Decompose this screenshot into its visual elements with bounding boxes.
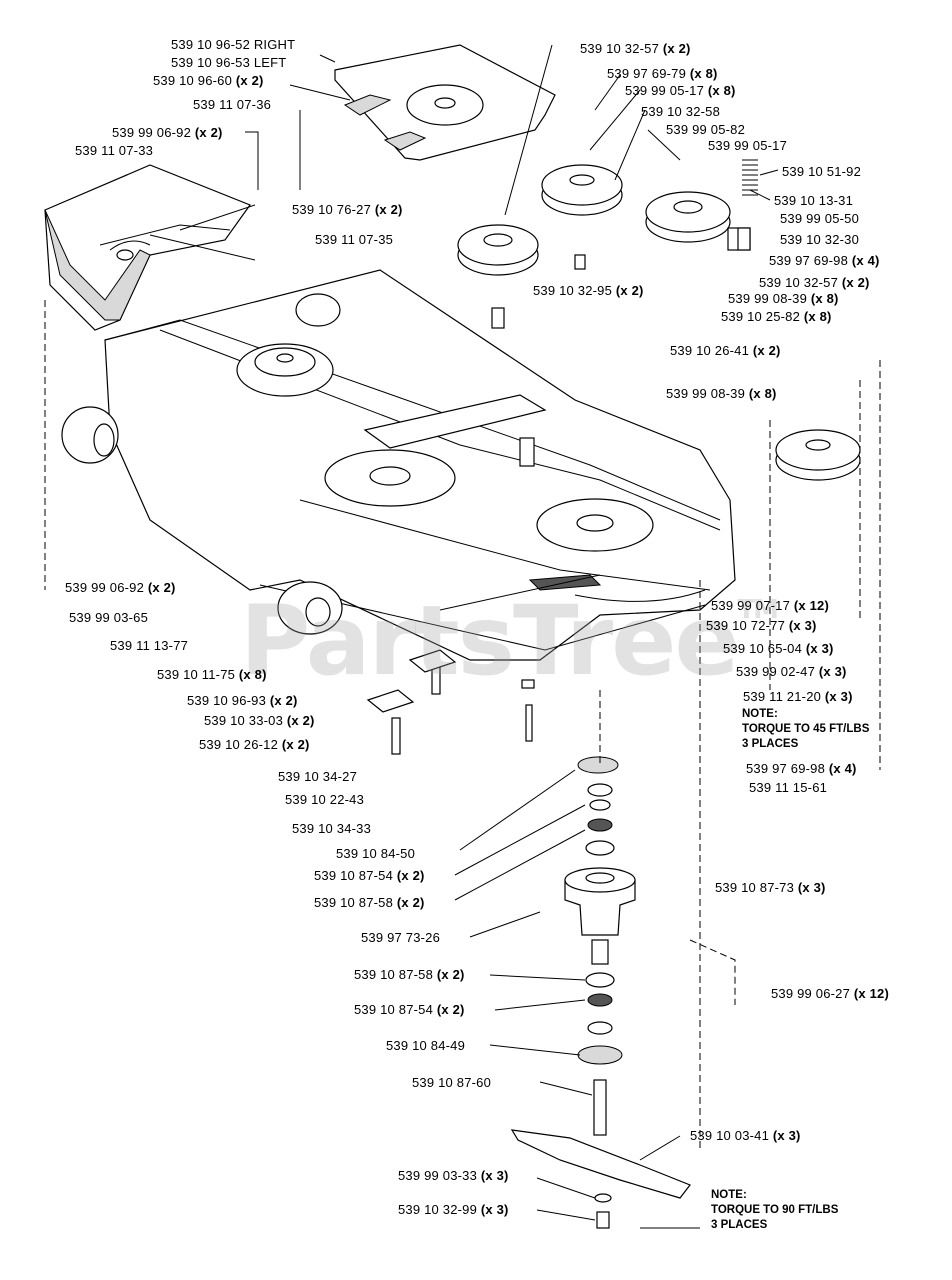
- part-label: 539 10 96-60 (x 2): [153, 73, 264, 88]
- part-label: 539 99 05-17: [708, 138, 788, 153]
- part-label: 539 10 87-54 (x 2): [354, 1002, 465, 1017]
- part-label: 539 10 84-50: [336, 846, 416, 861]
- part-label: 539 99 05-17 (x 8): [625, 83, 736, 98]
- part-label: 539 99 08-39 (x 8): [728, 291, 839, 306]
- torque-note-90: NOTE: TORQUE TO 90 FT/LBS 3 PLACES: [711, 1189, 839, 1231]
- part-label: 539 10 32-58: [641, 104, 721, 119]
- part-label: 539 10 87-58 (x 2): [314, 895, 425, 910]
- part-label: 539 99 06-92 (x 2): [112, 125, 223, 140]
- part-label: 539 10 32-99 (x 3): [398, 1202, 509, 1217]
- part-label: 539 10 76-27 (x 2): [292, 202, 403, 217]
- part-label: 539 10 13-31: [774, 193, 854, 208]
- part-label: 539 97 69-98 (x 4): [746, 761, 857, 776]
- part-label: 539 10 11-75 (x 8): [157, 667, 267, 682]
- spindle-assembly: [366, 649, 691, 1229]
- part-label: 539 10 34-27: [278, 769, 358, 784]
- part-label: 539 99 05-50: [780, 211, 860, 226]
- part-label: 539 10 51-92: [782, 164, 862, 179]
- part-label: 539 10 87-60: [412, 1075, 492, 1090]
- leader-lines: [44, 44, 881, 1229]
- part-label: 539 10 25-82 (x 8): [721, 309, 832, 324]
- part-label: 539 99 03-33 (x 3): [398, 1168, 509, 1183]
- part-label: 539 10 87-73 (x 3): [715, 880, 826, 895]
- part-label: 539 99 02-47 (x 3): [736, 664, 847, 679]
- part-label: 539 10 32-30: [780, 232, 860, 247]
- part-label: 539 10 65-04 (x 3): [723, 641, 834, 656]
- part-label: 539 10 26-12 (x 2): [199, 737, 310, 752]
- part-label: 539 11 07-35: [315, 232, 394, 247]
- part-label: 539 97 69-79 (x 8): [607, 66, 718, 81]
- part-label: 539 99 05-82: [666, 122, 746, 137]
- idler-spring: [727, 159, 758, 251]
- watermark: PartsTreeTM: [240, 585, 779, 697]
- part-label: 539 10 26-41 (x 2): [670, 343, 781, 358]
- deck-wheels: [61, 293, 343, 635]
- part-label: 539 99 07-17 (x 12): [711, 598, 830, 613]
- part-label: 539 97 69-98 (x 4): [769, 253, 880, 268]
- part-label: 539 10 32-95 (x 2): [533, 283, 644, 298]
- part-label: 539 10 87-58 (x 2): [354, 967, 465, 982]
- part-label: 539 10 72-77 (x 3): [706, 618, 817, 633]
- part-label: 539 11 15-61: [749, 780, 828, 795]
- top-cover-plate: [334, 44, 556, 161]
- discharge-chute: [44, 164, 256, 331]
- part-label: 539 10 34-33: [292, 821, 372, 836]
- part-label: 539 10 96-52 RIGHT: [171, 37, 296, 52]
- part-label: 539 99 08-39 (x 8): [666, 386, 777, 401]
- pulleys: [457, 164, 861, 481]
- part-label: 539 99 06-92 (x 2): [65, 580, 176, 595]
- part-label: 539 10 96-53 LEFT: [171, 55, 287, 70]
- part-label: 539 11 07-36: [193, 97, 272, 112]
- part-label: 539 10 96-93 (x 2): [187, 693, 298, 708]
- part-label: 539 10 03-41 (x 3): [690, 1128, 801, 1143]
- part-label: 539 11 13-77: [110, 638, 189, 653]
- part-label: 539 10 33-03 (x 2): [204, 713, 315, 728]
- part-label: 539 11 07-33: [75, 143, 154, 158]
- part-label: 539 97 73-26: [361, 930, 441, 945]
- part-label: 539 10 32-57 (x 2): [759, 275, 870, 290]
- part-label: 539 99 03-65: [69, 610, 149, 625]
- part-label: 539 10 32-57 (x 2): [580, 41, 691, 56]
- part-label: 539 99 06-27 (x 12): [771, 986, 890, 1001]
- part-label: 539 10 84-49: [386, 1038, 466, 1053]
- torque-note-45: NOTE: TORQUE TO 45 FT/LBS 3 PLACES: [742, 708, 870, 750]
- part-label: 539 11 21-20 (x 3): [743, 689, 853, 704]
- part-label: 539 10 22-43: [285, 792, 365, 807]
- mower-deck: [104, 269, 736, 661]
- part-label: 539 10 87-54 (x 2): [314, 868, 425, 883]
